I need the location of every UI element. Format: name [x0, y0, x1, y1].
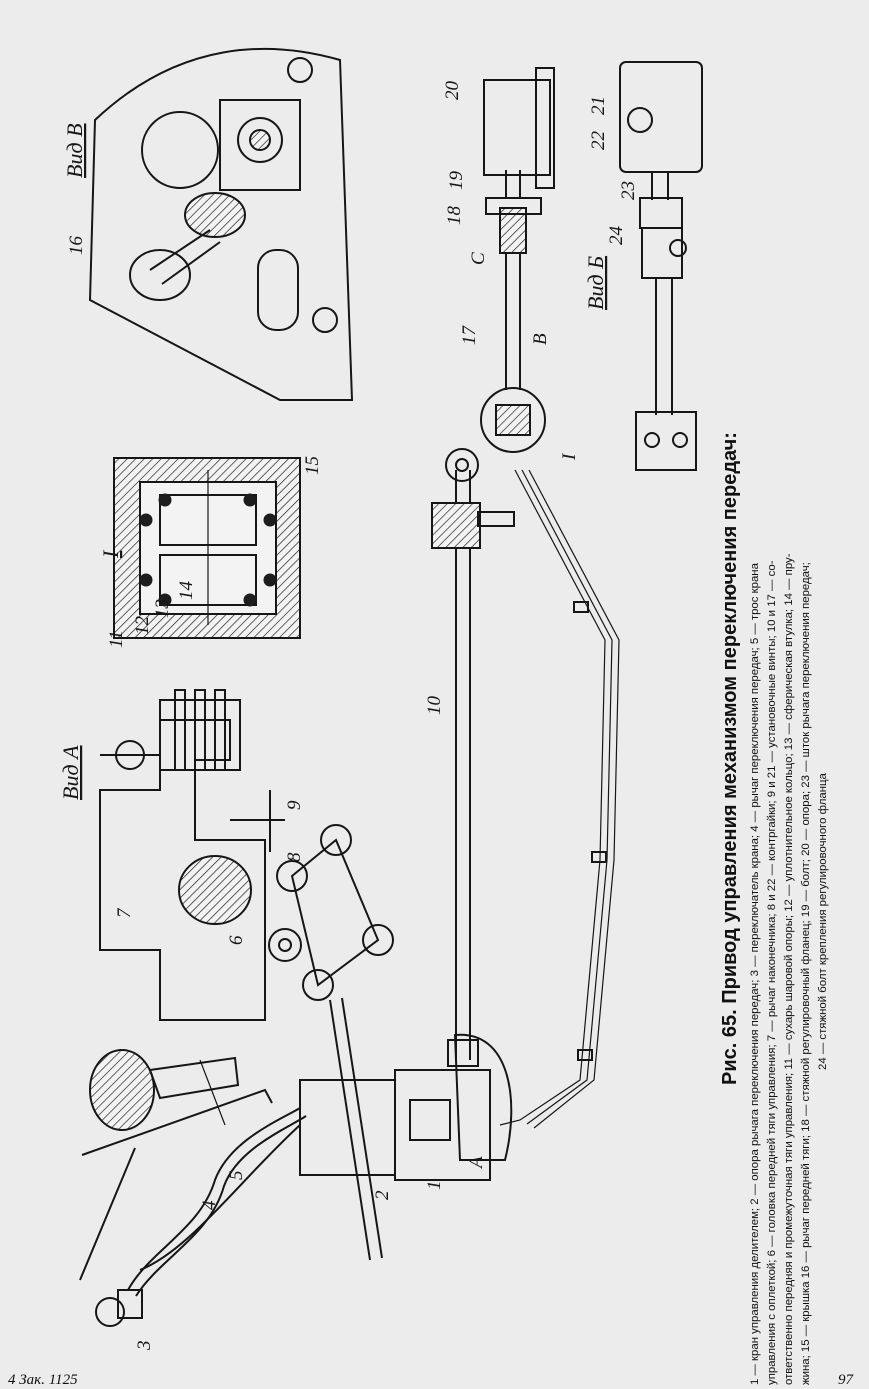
gear-lever-housing: [619, 61, 703, 173]
section-i-label: I: [98, 549, 123, 559]
callout-17: 17: [459, 325, 480, 346]
callout-19: 19: [446, 171, 467, 191]
lever-knob-detail: [89, 1049, 155, 1131]
caption-line-4: жина; 15 — крышка 16 — рычаг передней тя…: [800, 562, 812, 1385]
callout-1: 1: [424, 1181, 445, 1191]
cable-5: [139, 1124, 301, 1271]
support-20: [483, 79, 551, 176]
callout-7: 7: [114, 907, 135, 918]
adjusting-flange-18: [499, 207, 527, 254]
caption-line-5: 24 — стяжной болт крепления регулировочн…: [817, 772, 829, 1070]
page-corner-right: 97: [838, 1372, 855, 1388]
gear-shift-lever-4: [127, 1107, 301, 1291]
front-rod-lever-16: [129, 249, 191, 301]
callout-21: 21: [588, 96, 609, 115]
view-a-label: Вид А: [58, 745, 83, 800]
callout-8: 8: [284, 852, 305, 862]
callout-6: 6: [226, 935, 247, 945]
section-I: [113, 457, 301, 639]
callout-11: 11: [106, 630, 127, 648]
caption-line-1: 1 — кран управления делителем; 2 — опора…: [749, 562, 761, 1385]
arrow-b-label: В: [530, 333, 551, 345]
callout-14: 14: [176, 581, 197, 601]
selector-switch-3: [95, 1297, 125, 1327]
view-v-housing: [88, 47, 354, 401]
ball-joint-I: [480, 387, 546, 453]
caption-line-2: управления с оплеткой; 6 — головка перед…: [766, 560, 778, 1385]
callout-13: 13: [152, 599, 173, 618]
callout-1-joint: I: [559, 452, 580, 461]
view-a-assembly: [99, 689, 394, 1021]
callout-24: 24: [606, 226, 627, 246]
callout-10: 10: [424, 696, 445, 716]
callout-20: 20: [442, 81, 463, 101]
callout-4: 4: [199, 1200, 220, 1210]
view-b-label: Вид Б: [583, 256, 608, 310]
view-b-assembly: [619, 61, 703, 471]
clamp-bolt-24: [641, 227, 683, 279]
figure-title: Рис. 65. Привод управления механизмом пе…: [719, 432, 741, 1085]
view-a-housing: [99, 719, 266, 1021]
callout-5: 5: [226, 1171, 247, 1181]
view-v-assembly: [88, 47, 354, 401]
callout-22: 22: [588, 131, 609, 151]
caption-line-3: ответственно передняя и промежуточная тя…: [783, 553, 795, 1385]
callout-12: 12: [132, 616, 153, 636]
arrow-a-label: А: [466, 1156, 487, 1170]
callout-9: 9: [284, 800, 305, 810]
bolt-19: [485, 197, 542, 215]
callout-16: 16: [66, 236, 87, 256]
cable-bundle: [499, 469, 620, 1129]
front-control-rod-10: [431, 448, 515, 1067]
view-v-label: Вид В: [62, 123, 87, 178]
tip-lever-7: [178, 855, 252, 925]
arrow-c-label: С: [468, 252, 489, 265]
view-arrow-line: [79, 1147, 136, 1281]
intermediate-rod-17: [480, 67, 555, 453]
front-rod-head-6: [290, 838, 380, 987]
lever-support-2: [299, 1079, 396, 1176]
callout-3: 3: [134, 1341, 155, 1352]
splitter-valve-1: [453, 1033, 513, 1161]
floor-plate: [329, 999, 371, 1261]
lever-cutaway: [148, 1056, 240, 1100]
callout-18: 18: [444, 206, 465, 226]
gear-lever-assembly: [79, 997, 513, 1327]
callout-23: 23: [618, 181, 639, 200]
callout-15: 15: [302, 456, 323, 475]
page-corner-left: 4 Зак. 1125: [8, 1372, 78, 1388]
callout-2: 2: [372, 1190, 393, 1200]
